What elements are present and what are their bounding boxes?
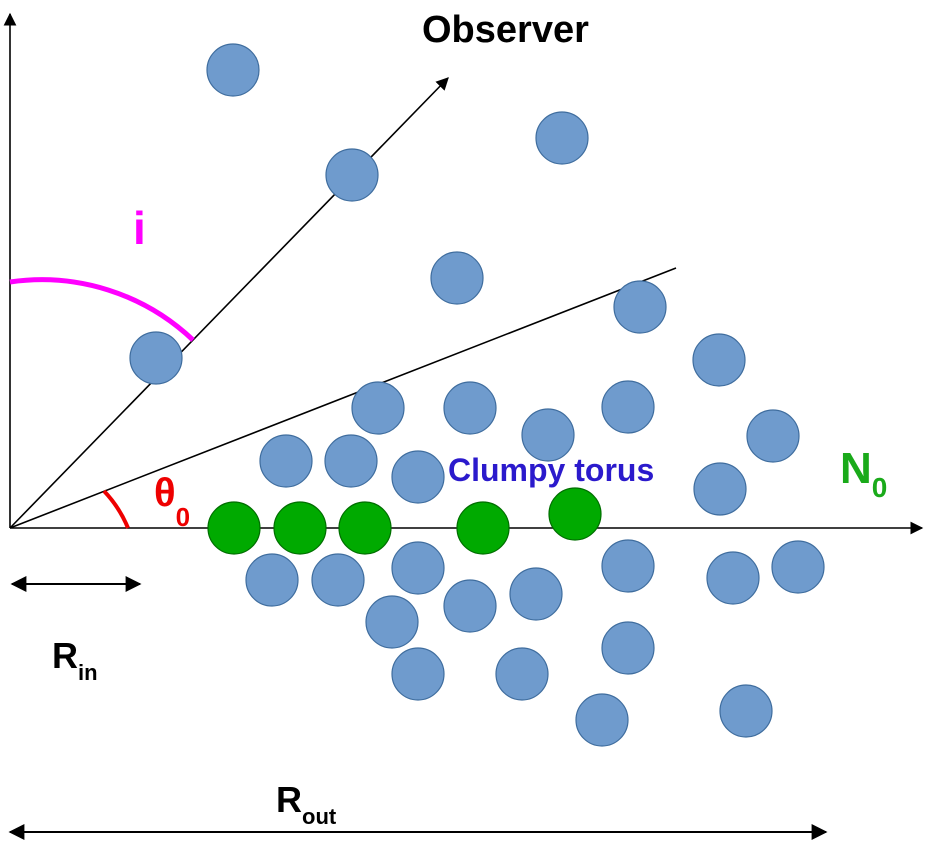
clump — [325, 148, 379, 202]
clump — [495, 647, 549, 701]
clump — [443, 381, 497, 435]
clump — [391, 450, 445, 504]
clump — [575, 693, 629, 747]
clump — [719, 684, 773, 738]
inclination-arc — [9, 277, 195, 342]
clump — [601, 380, 655, 434]
equatorial-clump — [456, 501, 510, 555]
clump — [324, 434, 378, 488]
clump — [365, 595, 419, 649]
clump — [693, 462, 747, 516]
theta-arc — [102, 489, 130, 529]
n0-subscript: 0 — [872, 472, 888, 503]
clump — [692, 333, 746, 387]
clump — [430, 251, 484, 305]
r-in-symbol: R — [52, 635, 78, 676]
n0-label: N0 — [840, 444, 887, 503]
clumpy-torus-label: Clumpy torus — [448, 452, 654, 488]
clumps — [129, 43, 825, 747]
observer-line-of-sight — [9, 77, 449, 529]
clump — [509, 567, 563, 621]
clump — [391, 541, 445, 595]
clump — [746, 409, 800, 463]
inclination-label: i — [133, 202, 146, 254]
clump — [706, 551, 760, 605]
clump — [245, 553, 299, 607]
equatorial-clump — [273, 501, 327, 555]
r-out-subscript: out — [302, 804, 337, 829]
r-out-symbol: R — [276, 779, 302, 820]
clump — [613, 280, 667, 334]
clump — [311, 553, 365, 607]
clump — [601, 539, 655, 593]
n0-symbol: N — [840, 444, 872, 493]
torus-boundary-line — [9, 267, 677, 529]
clump — [443, 579, 497, 633]
theta-subscript: 0 — [176, 502, 190, 532]
clump — [771, 540, 825, 594]
theta-label: θ0 — [154, 471, 190, 532]
clump — [391, 647, 445, 701]
r-in-label: Rin — [52, 635, 98, 685]
clump — [351, 381, 405, 435]
r-in-subscript: in — [78, 660, 98, 685]
equatorial-clump — [338, 501, 392, 555]
clump — [259, 434, 313, 488]
clump — [601, 621, 655, 675]
clump — [535, 111, 589, 165]
r-out-label: Rout — [276, 779, 337, 829]
equatorial-clumps — [207, 487, 602, 555]
theta-symbol: θ — [154, 471, 176, 515]
equatorial-clump — [548, 487, 602, 541]
clump — [521, 408, 575, 462]
clump — [129, 331, 183, 385]
observer-label: Observer — [422, 9, 589, 51]
equatorial-clump — [207, 501, 261, 555]
clump — [206, 43, 260, 97]
